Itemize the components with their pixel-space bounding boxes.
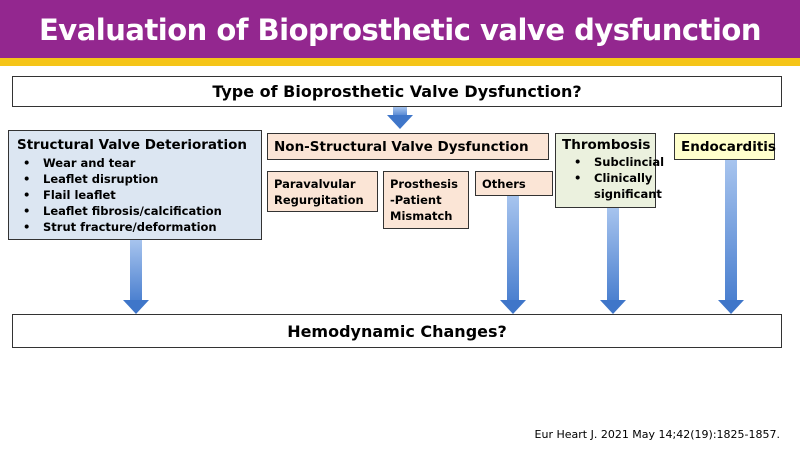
slide-title: Evaluation of Bioprosthetic valve dysfun… <box>0 0 800 58</box>
ppm-box: Prosthesis -Patient Mismatch <box>383 171 469 229</box>
nsvd-box: Non-Structural Valve Dysfunction <box>267 133 549 160</box>
list-item: Strut fracture/deformation <box>23 219 253 235</box>
title-accent-band <box>0 58 800 66</box>
list-item: Subclincial <box>574 154 664 170</box>
paravalvular-box: Paravalvular Regurgitation <box>267 171 378 212</box>
arrow-down-icon <box>599 208 627 314</box>
list-item: Flail leaflet <box>23 187 253 203</box>
citation: Eur Heart J. 2021 May 14;42(19):1825-185… <box>534 428 780 441</box>
list-item: Wear and tear <box>23 155 253 171</box>
arrow-down-icon <box>386 107 414 129</box>
arrow-down-icon <box>499 196 527 314</box>
list-item: Leaflet disruption <box>23 171 253 187</box>
others-box: Others <box>475 171 553 196</box>
thrombosis-list: Subclincial Clinically significant <box>562 154 664 202</box>
list-item: Leaflet fibrosis/calcification <box>23 203 253 219</box>
svd-title: Structural Valve Deterioration <box>17 137 247 153</box>
type-question-box: Type of Bioprosthetic Valve Dysfunction? <box>12 76 782 107</box>
thrombosis-title: Thrombosis <box>562 137 651 153</box>
svd-box: Structural Valve Deterioration Wear and … <box>8 130 262 240</box>
svd-list: Wear and tear Leaflet disruption Flail l… <box>17 155 253 235</box>
thrombosis-box: Thrombosis Subclincial Clinically signif… <box>555 133 664 208</box>
arrow-down-icon <box>717 160 745 314</box>
arrow-down-icon <box>122 240 150 314</box>
hemodynamic-question-box: Hemodynamic Changes? <box>12 314 782 348</box>
list-item: Clinically significant <box>574 170 662 202</box>
endocarditis-box: Endocarditis <box>674 133 776 160</box>
